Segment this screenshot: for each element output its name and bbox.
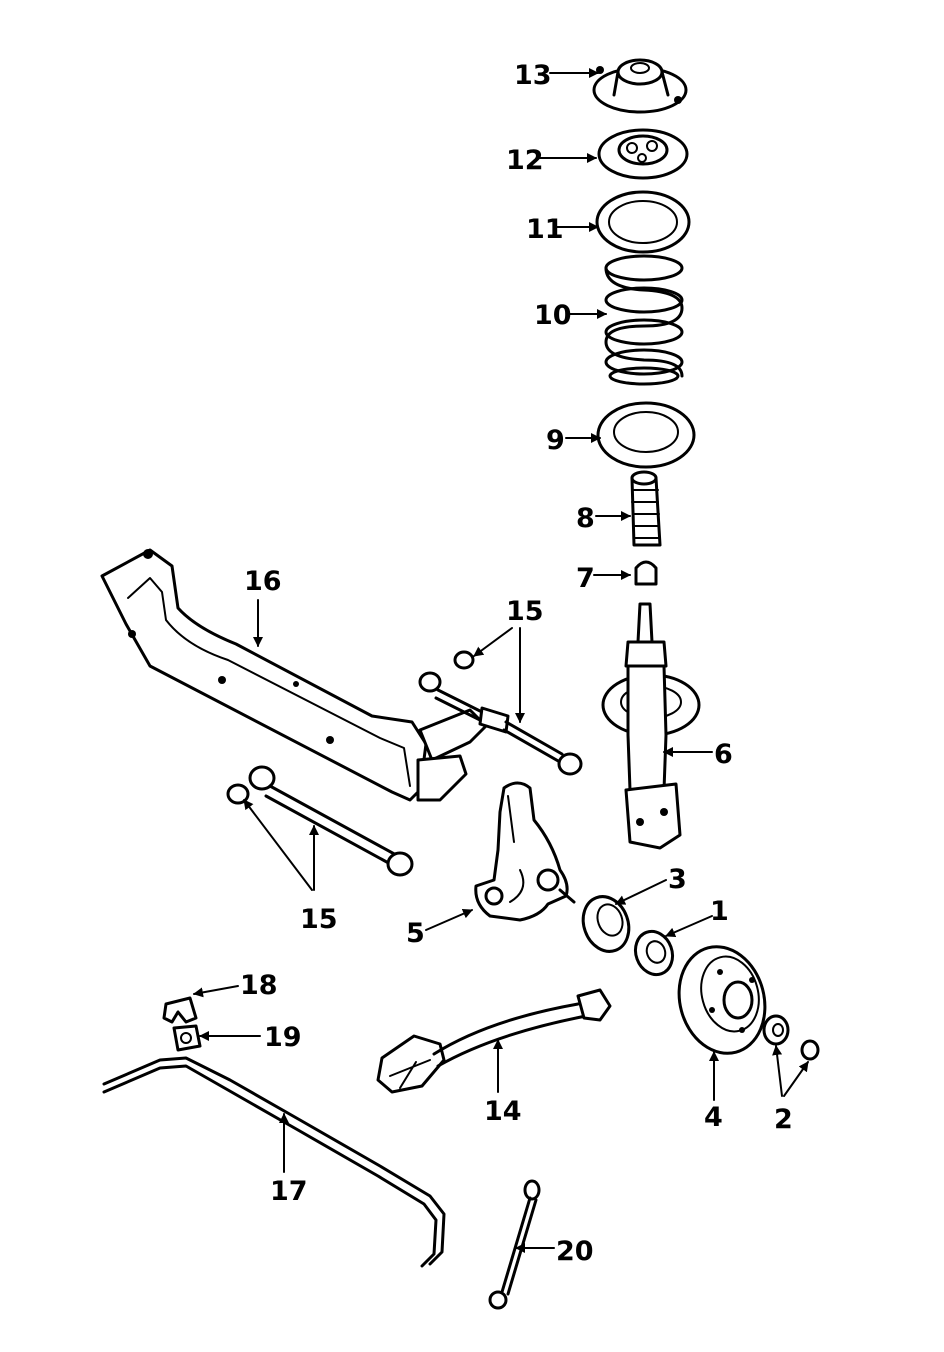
part-9-lower-insulator: [596, 401, 696, 469]
part-15-lower-lateral-link: [226, 765, 414, 877]
callout-2: 2: [774, 1104, 793, 1135]
callout-1: 1: [710, 896, 729, 927]
callout-15-lower: 15: [300, 904, 338, 935]
callout-11: 11: [526, 214, 564, 245]
callout-10: 10: [534, 300, 572, 331]
part-19-stabilizer-bushing: [172, 1024, 202, 1052]
callout-20: 20: [556, 1236, 594, 1267]
part-12-spring-seat: [597, 128, 689, 180]
part-20-stabilizer-link: [488, 1179, 541, 1310]
callout-19: 19: [264, 1022, 302, 1053]
callout-17: 17: [270, 1176, 308, 1207]
part-15-upper-lateral-link: [418, 650, 583, 776]
callout-labels: 13 12 11 10 9 8 7 6 3 1 4 2 5 14 16 15 1…: [240, 60, 793, 1267]
callout-13: 13: [514, 60, 552, 91]
part-5-steering-knuckle: [474, 781, 576, 922]
callout-15-upper: 15: [506, 596, 544, 627]
callout-7: 7: [576, 563, 595, 594]
part-8-dust-boot: [630, 470, 662, 547]
callout-5: 5: [406, 918, 425, 949]
part-18-bushing-clamp: [162, 996, 198, 1024]
part-14-trailing-arm: [376, 988, 612, 1094]
part-1-wheel-bearing: [633, 929, 675, 977]
leader-lines: [193, 68, 809, 1253]
part-6-strut-assembly: [601, 602, 701, 850]
part-3-bearing-cap: [581, 895, 631, 953]
part-11-upper-insulator: [595, 190, 691, 254]
part-2-hub-nuts: [762, 1014, 820, 1061]
callout-6: 6: [714, 739, 733, 770]
callout-8: 8: [576, 503, 595, 534]
callout-12: 12: [506, 145, 544, 176]
callout-18: 18: [240, 970, 278, 1001]
part-4-hub-disc: [677, 945, 767, 1055]
callout-16: 16: [244, 566, 282, 597]
part-17-stabilizer-bar: [102, 1056, 446, 1268]
part-7-bump-stop: [634, 560, 658, 586]
part-13-strut-mount: [592, 58, 688, 114]
callout-9: 9: [546, 425, 565, 456]
callout-14: 14: [484, 1096, 522, 1127]
callout-3: 3: [668, 864, 687, 895]
callout-4: 4: [704, 1102, 723, 1133]
part-16-crossmember: [100, 548, 488, 802]
part-10-coil-spring: [604, 254, 684, 386]
